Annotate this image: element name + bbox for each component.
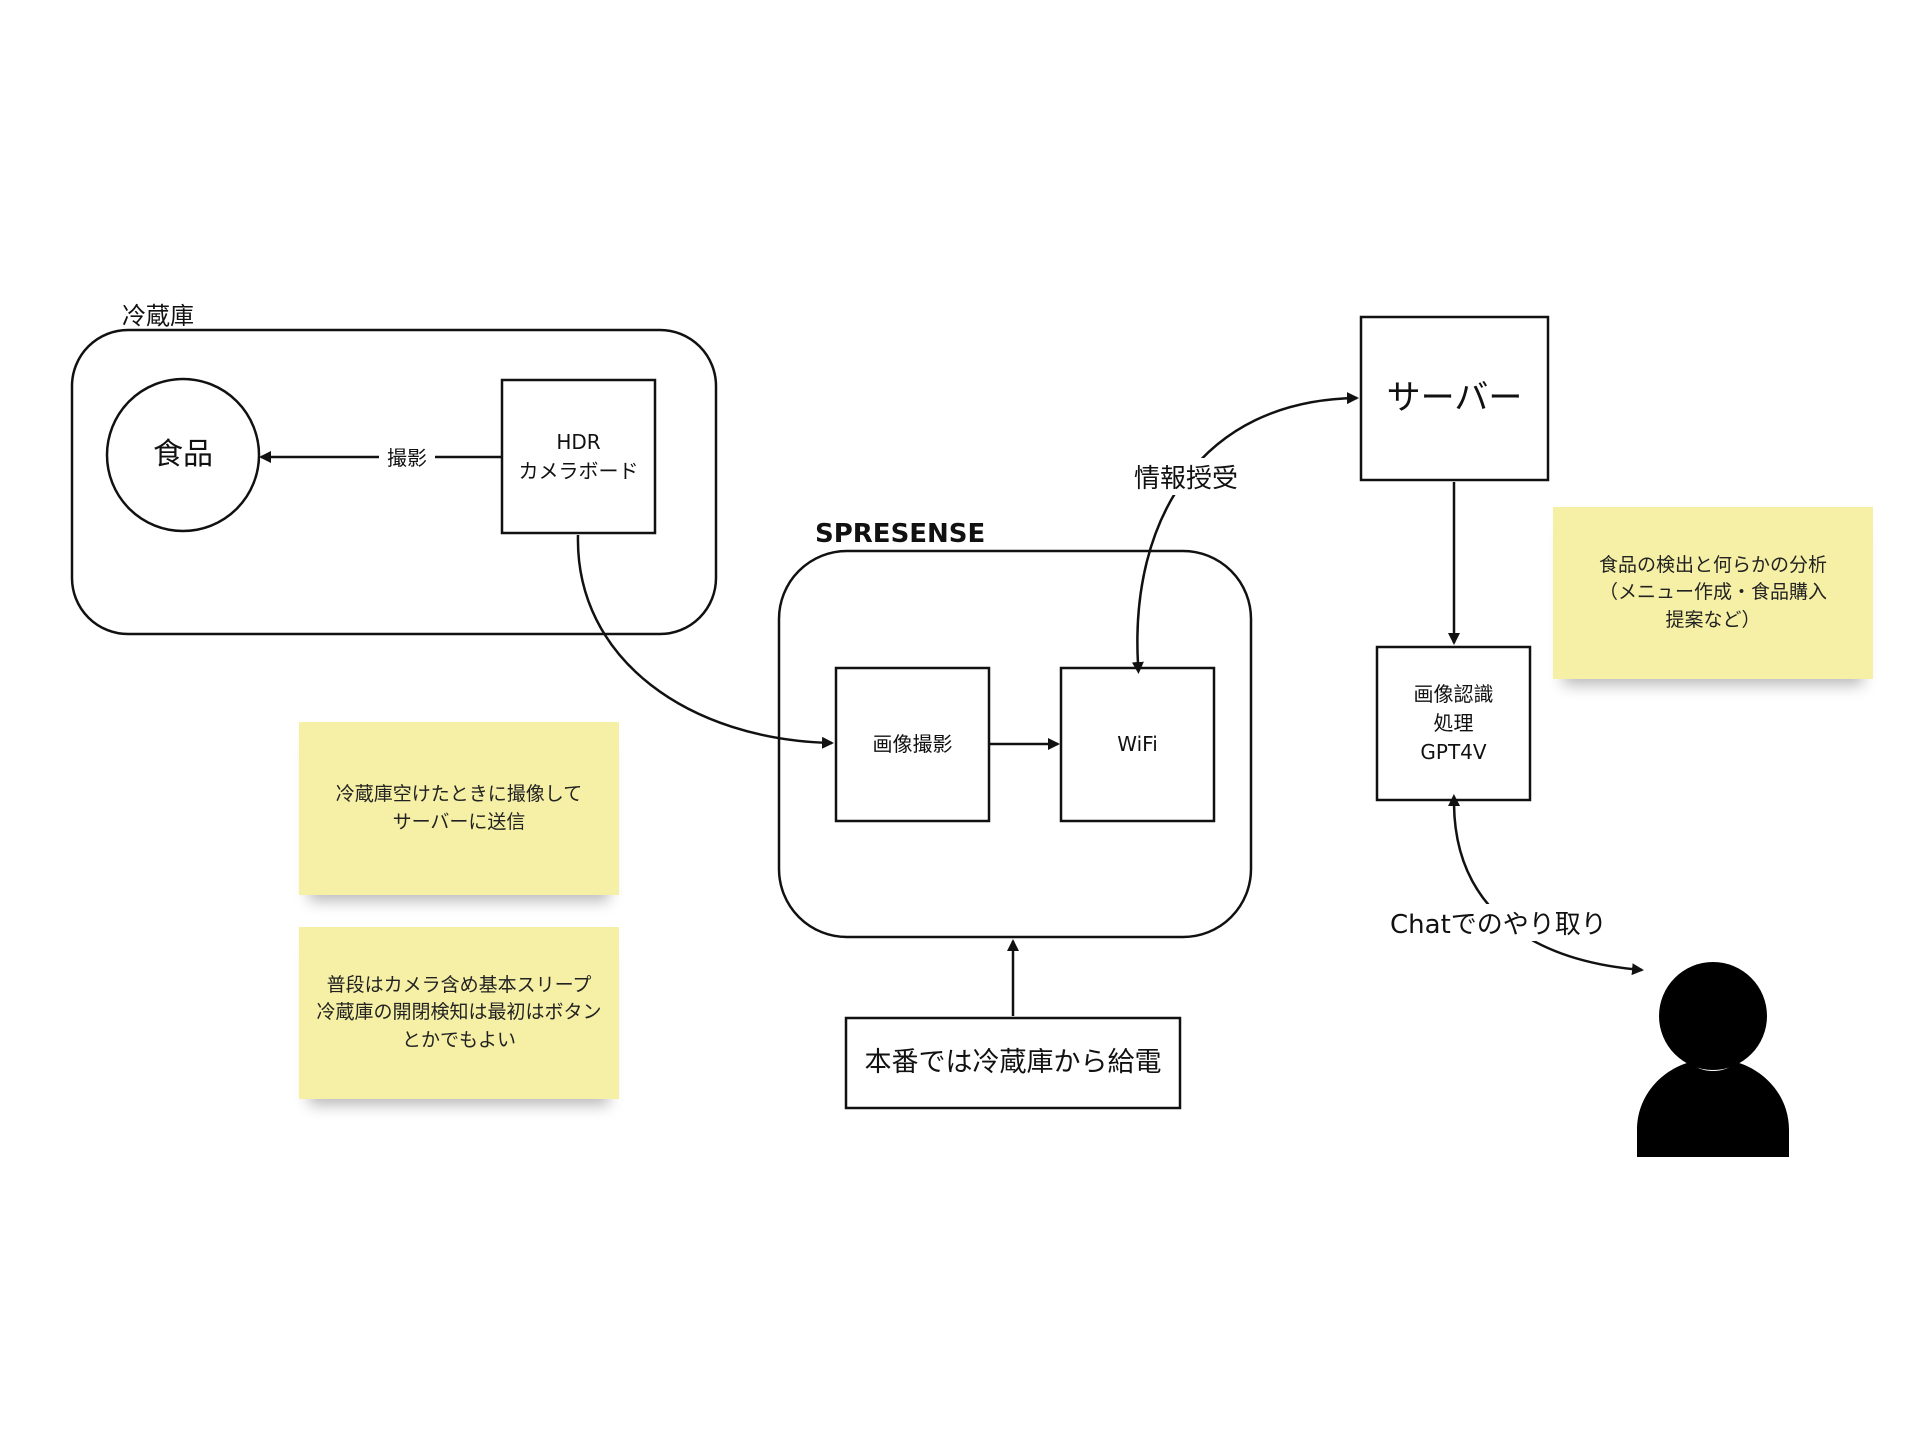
edge-wifi-server — [1131, 392, 1359, 674]
sticky-note-1[interactable]: 冷蔵庫空けたときに撮像して サーバーに送信 — [299, 722, 619, 895]
image-recognition-label: 画像認識 処理 GPT4V — [1377, 647, 1530, 800]
wifi-text: WiFi — [1117, 732, 1158, 756]
food-label: 食品 — [107, 425, 259, 485]
spresense-group-label: SPRESENSE — [815, 519, 986, 549]
fridge-container[interactable] — [70, 328, 718, 636]
image-recognition-line-1: 画像認識 — [1413, 682, 1494, 706]
server-text: サーバー — [1386, 377, 1523, 418]
edge-camera-to-capture — [576, 534, 834, 749]
power-node[interactable] — [844, 1016, 1182, 1110]
edge-chat-label: Chatでのやり取り — [1382, 904, 1615, 941]
sticky-note-3-line-2: （メニュー作成・食品購入 — [1598, 581, 1827, 604]
sticky-note-1-line-2: サーバーに送信 — [392, 810, 526, 833]
sticky-note-3-line-3: 提案など） — [1665, 608, 1761, 631]
server-label: サーバー — [1361, 317, 1548, 480]
hdr-camera-line-1: HDR — [556, 429, 601, 454]
hdr-camera-line-2: カメラボード — [518, 458, 639, 483]
food-text: 食品 — [153, 437, 213, 473]
sticky-note-2-line-3: とかでもよい — [401, 1028, 516, 1051]
image-recognition-node[interactable] — [1375, 645, 1532, 802]
edge-info-exchange-label: 情報授受 — [1126, 458, 1247, 495]
sticky-note-2-line-1: 普段はカメラ含め基本スリープ — [326, 973, 592, 996]
image-capture-node[interactable] — [834, 666, 991, 823]
image-recognition-line-3: GPT4V — [1420, 740, 1487, 764]
edge-recognition-user — [1448, 794, 1644, 976]
fridge-group-label: 冷蔵庫 — [122, 302, 194, 330]
server-node[interactable] — [1359, 315, 1550, 482]
image-capture-text: 画像撮影 — [872, 732, 953, 756]
user-icon — [1637, 962, 1789, 1157]
image-recognition-line-2: 処理 — [1433, 711, 1474, 735]
image-capture-label: 画像撮影 — [836, 668, 989, 821]
wifi-node[interactable] — [1059, 666, 1216, 823]
edge-capture-label: 撮影 — [379, 442, 435, 471]
wifi-label: WiFi — [1061, 668, 1214, 821]
sticky-note-3-line-1: 食品の検出と何らかの分析 — [1598, 553, 1827, 576]
sticky-note-2[interactable]: 普段はカメラ含め基本スリープ 冷蔵庫の開閉検知は最初はボタン とかでもよい — [299, 927, 619, 1099]
sticky-note-1-line-1: 冷蔵庫空けたときに撮像して — [335, 782, 583, 805]
power-text: 本番では冷蔵庫から給電 — [864, 1047, 1162, 1079]
spresense-container[interactable] — [777, 549, 1253, 939]
sticky-note-2-line-2: 冷蔵庫の開閉検知は最初はボタン — [316, 1001, 602, 1024]
hdr-camera-node[interactable] — [500, 378, 657, 535]
hdr-camera-label: HDR カメラボード — [502, 380, 655, 533]
power-label: 本番では冷蔵庫から給電 — [846, 1018, 1180, 1108]
sticky-note-3[interactable]: 食品の検出と何らかの分析 （メニュー作成・食品購入 提案など） — [1553, 507, 1873, 679]
